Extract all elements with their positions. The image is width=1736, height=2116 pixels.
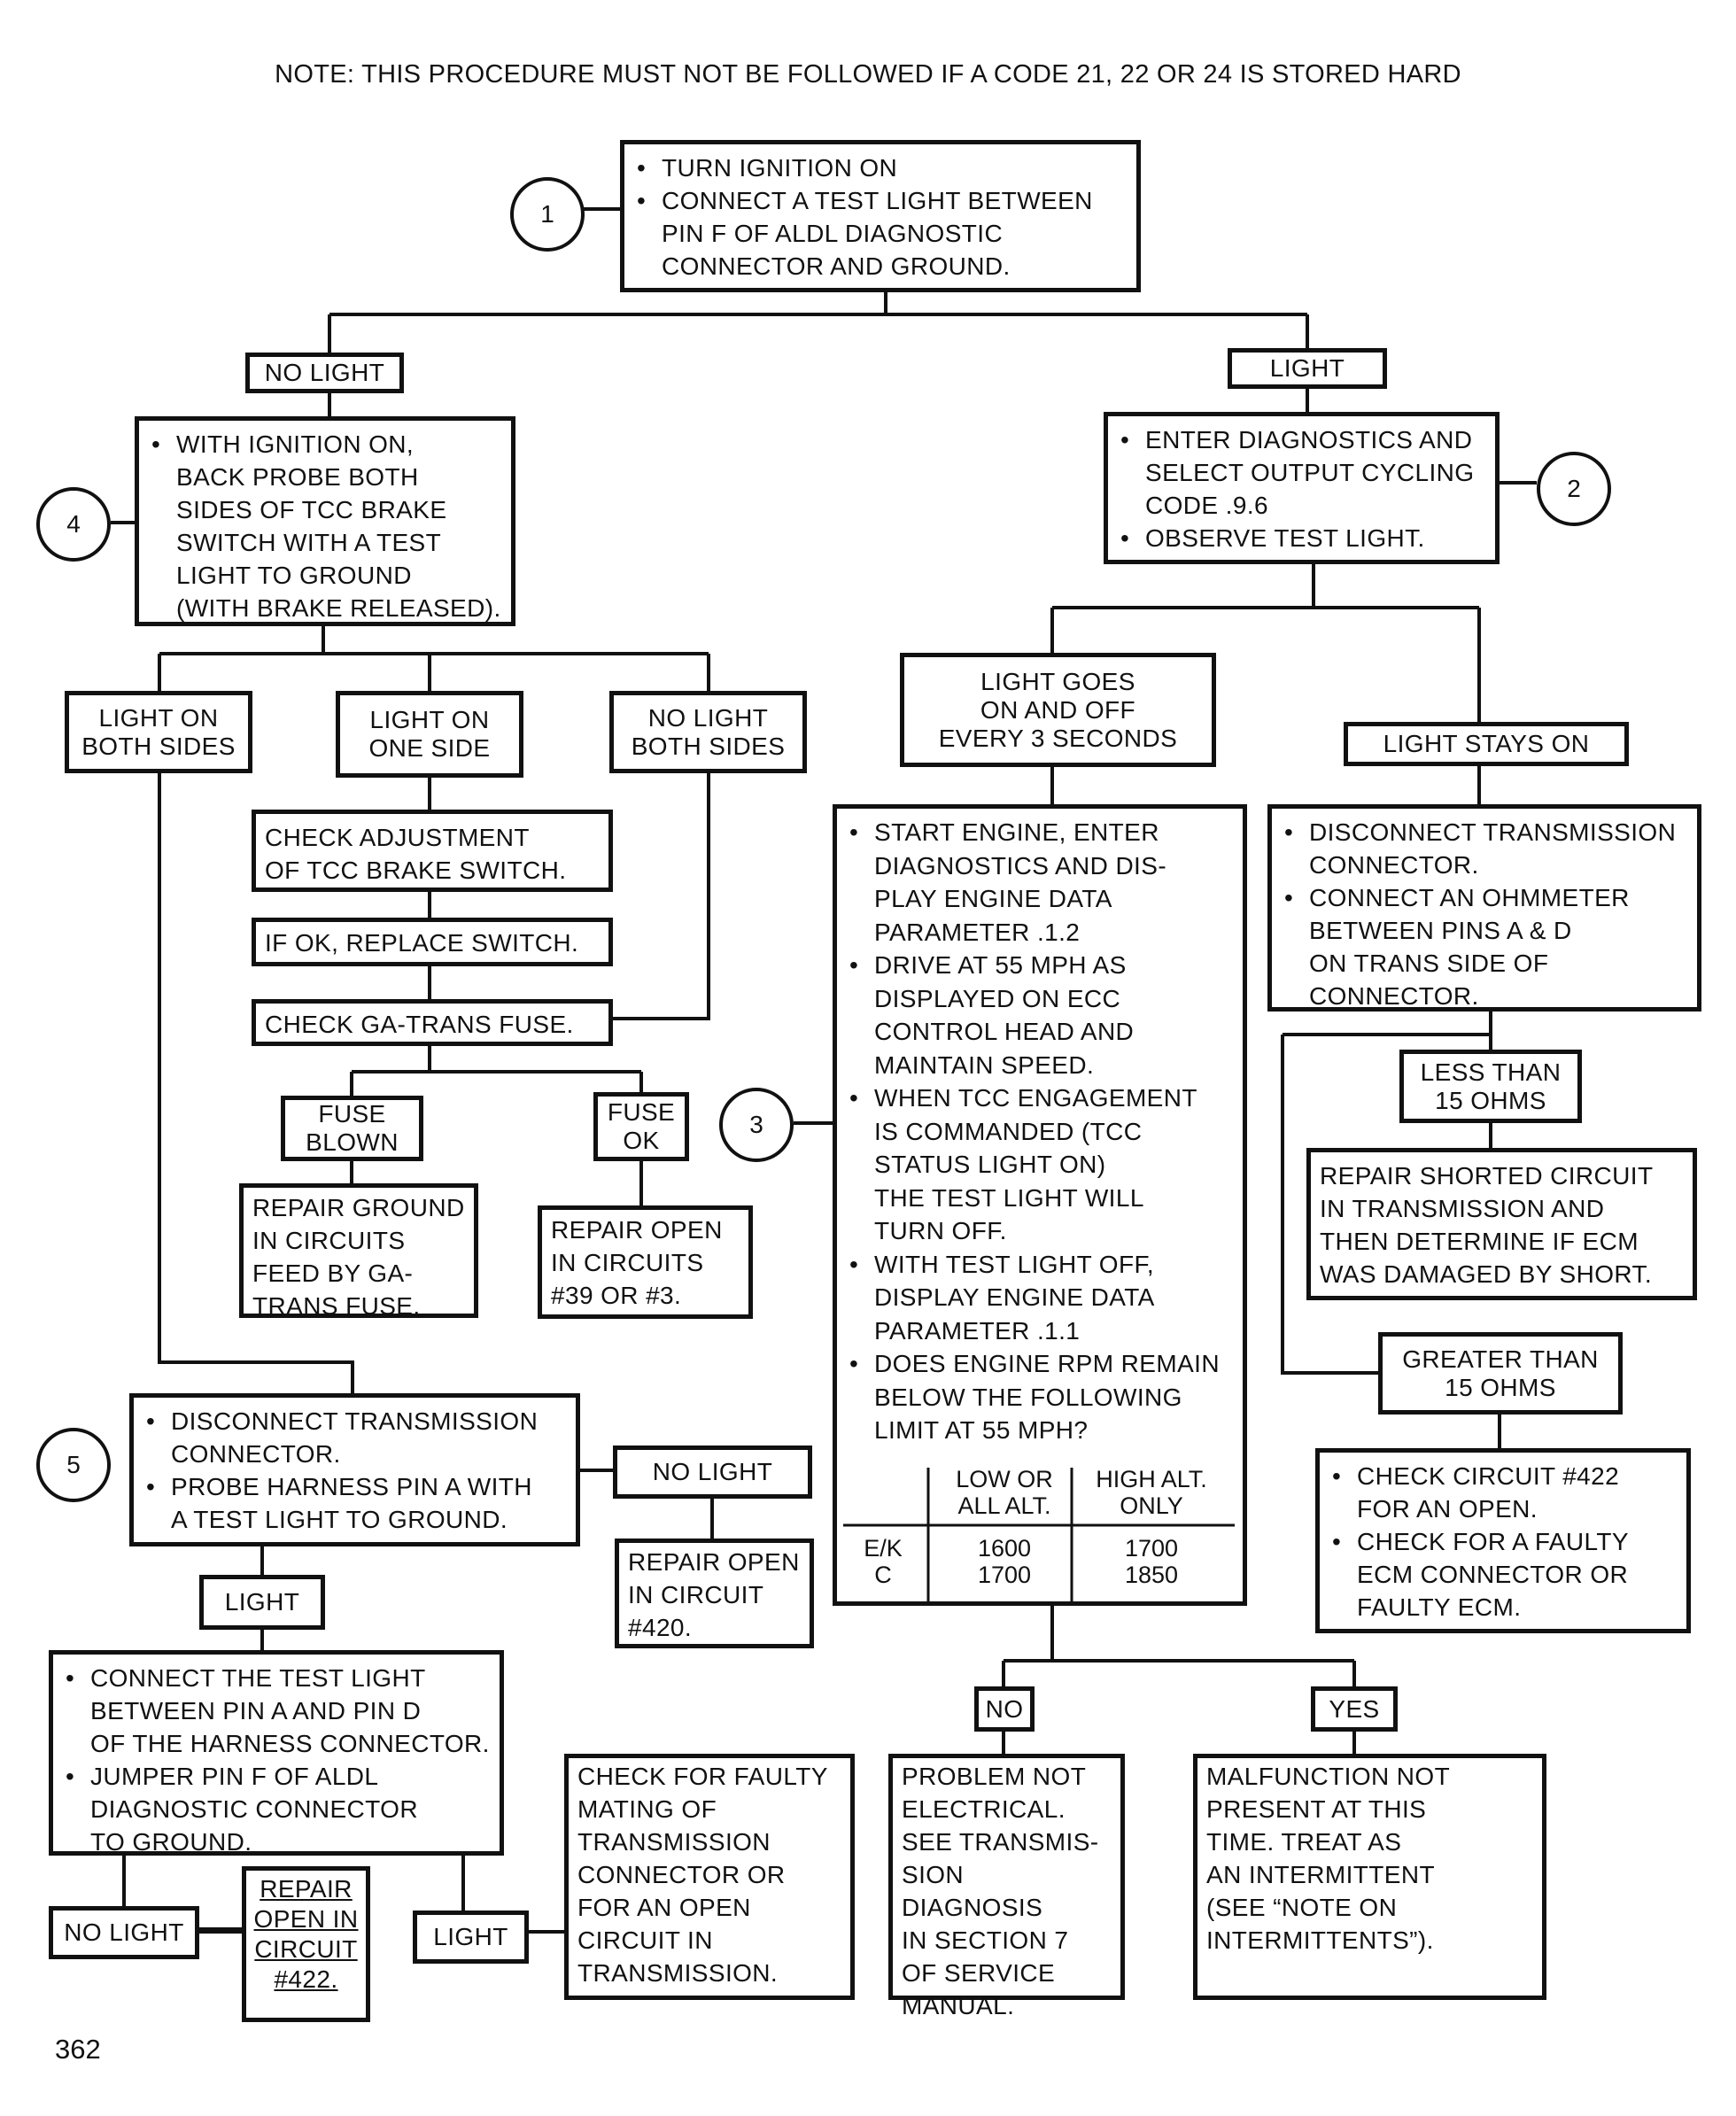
step-4-marker: 4 xyxy=(36,487,111,562)
replace-switch-box: IF OK, REPLACE SWITCH. xyxy=(252,918,613,966)
step-6-item: JUMPER PIN F OF ALDL DIAGNOSTIC CONNECTO… xyxy=(66,1760,491,1858)
branch-yes: YES xyxy=(1311,1686,1398,1732)
step-3-item: DRIVE AT 55 MPH AS DISPLAYED ON ECC CONT… xyxy=(849,949,1234,1081)
disconnect-item: CONNECT AN OHMMETER BETWEEN PINS A & D O… xyxy=(1284,881,1688,1012)
branch-no: NO xyxy=(974,1686,1035,1732)
branch-fuse-blown: FUSE BLOWN xyxy=(281,1096,423,1161)
check-faulty-mating-box: CHECK FOR FAULTY MATING OF TRANSMISSION … xyxy=(564,1754,855,2000)
step-2-marker: 2 xyxy=(1537,452,1611,526)
branch-greater-than-15-ohms: GREATER THAN 15 OHMS xyxy=(1378,1332,1623,1415)
repair-open-422-box: REPAIR OPEN IN CIRCUIT #422. xyxy=(242,1866,370,2022)
rpm-header-low: LOW OR ALL ALT. xyxy=(956,1466,1053,1519)
step-3-item: WHEN TCC ENGAGEMENT IS COMMANDED (TCC ST… xyxy=(849,1081,1234,1248)
step-3-box: START ENGINE, ENTER DIAGNOSTICS AND DIS-… xyxy=(833,804,1247,1606)
branch-light-on-one-side: LIGHT ON ONE SIDE xyxy=(336,691,523,778)
step-5-marker: 5 xyxy=(36,1428,111,1502)
malfunction-not-present-box: MALFUNCTION NOT PRESENT AT THIS TIME. TR… xyxy=(1193,1754,1546,2000)
branch-no-light-6: NO LIGHT xyxy=(49,1906,199,1959)
step-1-box: TURN IGNITION ON CONNECT A TEST LIGHT BE… xyxy=(620,140,1141,292)
repair-ground-box: REPAIR GROUND IN CIRCUITS FEED BY GA- TR… xyxy=(239,1183,478,1320)
check-422-item: CHECK FOR A FAULTY ECM CONNECTOR OR FAUL… xyxy=(1332,1525,1678,1624)
step-5-item: DISCONNECT TRANSMISSION CONNECTOR. xyxy=(146,1405,567,1470)
step-2-item: ENTER DIAGNOSTICS AND SELECT OUTPUT CYCL… xyxy=(1120,423,1486,522)
branch-light: LIGHT xyxy=(1228,348,1387,389)
step-3-item: WITH TEST LIGHT OFF, DISPLAY ENGINE DATA… xyxy=(849,1248,1234,1348)
repair-shorted-box: REPAIR SHORTED CIRCUIT IN TRANSMISSION A… xyxy=(1306,1148,1697,1300)
step-6-item: CONNECT THE TEST LIGHT BETWEEN PIN A AND… xyxy=(66,1662,491,1760)
rpm-low-values: 1600 1700 xyxy=(977,1535,1032,1588)
check-circuit-422-box: CHECK CIRCUIT #422 FOR AN OPEN. CHECK FO… xyxy=(1315,1448,1691,1633)
procedure-note: NOTE: THIS PROCEDURE MUST NOT BE FOLLOWE… xyxy=(275,60,1461,89)
step-3-item: DOES ENGINE RPM REMAIN BELOW THE FOLLOWI… xyxy=(849,1347,1234,1447)
branch-no-light-both-sides: NO LIGHT BOTH SIDES xyxy=(609,691,807,773)
branch-fuse-ok: FUSE OK xyxy=(593,1092,689,1161)
rpm-row-labels: E/K C xyxy=(864,1535,903,1588)
step-2-box: ENTER DIAGNOSTICS AND SELECT OUTPUT CYCL… xyxy=(1104,412,1500,564)
step-5-item: PROBE HARNESS PIN A WITH A TEST LIGHT TO… xyxy=(146,1470,567,1536)
step-1-item: CONNECT A TEST LIGHT BETWEEN PIN F OF AL… xyxy=(637,184,1128,283)
step-1-marker: 1 xyxy=(510,177,585,252)
rpm-high-values: 1700 1850 xyxy=(1124,1535,1179,1588)
step-4-box: WITH IGNITION ON, BACK PROBE BOTH SIDES … xyxy=(135,416,515,626)
disconnect-item: DISCONNECT TRANSMISSION CONNECTOR. xyxy=(1284,816,1688,881)
check-422-item: CHECK CIRCUIT #422 FOR AN OPEN. xyxy=(1332,1460,1678,1525)
step-4-item: WITH IGNITION ON, BACK PROBE BOTH SIDES … xyxy=(151,428,502,624)
branch-light-goes-on-off: LIGHT GOES ON AND OFF EVERY 3 SECONDS xyxy=(900,653,1216,767)
step-3-item: START ENGINE, ENTER DIAGNOSTICS AND DIS-… xyxy=(849,816,1234,949)
branch-light-6: LIGHT xyxy=(413,1911,529,1964)
problem-not-electrical-box: PROBLEM NOT ELECTRICAL. SEE TRANSMIS- SI… xyxy=(888,1754,1125,2019)
branch-less-than-15-ohms: LESS THAN 15 OHMS xyxy=(1399,1050,1582,1123)
rpm-header-high: HIGH ALT. ONLY xyxy=(1096,1466,1207,1519)
repair-open-420-box: REPAIR OPEN IN CIRCUIT #420. xyxy=(615,1539,814,1648)
branch-no-light: NO LIGHT xyxy=(245,353,404,393)
check-fuse-box: CHECK GA-TRANS FUSE. xyxy=(252,999,613,1046)
step-5-box: DISCONNECT TRANSMISSION CONNECTOR. PROBE… xyxy=(129,1393,580,1546)
disconnect-ohmmeter-box: DISCONNECT TRANSMISSION CONNECTOR. CONNE… xyxy=(1267,804,1701,1011)
branch-no-light-5: NO LIGHT xyxy=(613,1446,812,1499)
repair-open-39-box: REPAIR OPEN IN CIRCUITS #39 OR #3. xyxy=(538,1205,753,1319)
check-adjustment-box: CHECK ADJUSTMENT OF TCC BRAKE SWITCH. xyxy=(252,810,613,892)
branch-light-stays-on: LIGHT STAYS ON xyxy=(1344,722,1629,766)
step-3-marker: 3 xyxy=(719,1088,794,1162)
step-1-item: TURN IGNITION ON xyxy=(637,151,1128,184)
step-6-box: CONNECT THE TEST LIGHT BETWEEN PIN A AND… xyxy=(49,1650,504,1856)
page-number: 362 xyxy=(55,2034,101,2065)
step-2-item: OBSERVE TEST LIGHT. xyxy=(1120,522,1486,554)
branch-light-on-both-sides: LIGHT ON BOTH SIDES xyxy=(65,691,252,773)
branch-light-5: LIGHT xyxy=(199,1575,325,1630)
